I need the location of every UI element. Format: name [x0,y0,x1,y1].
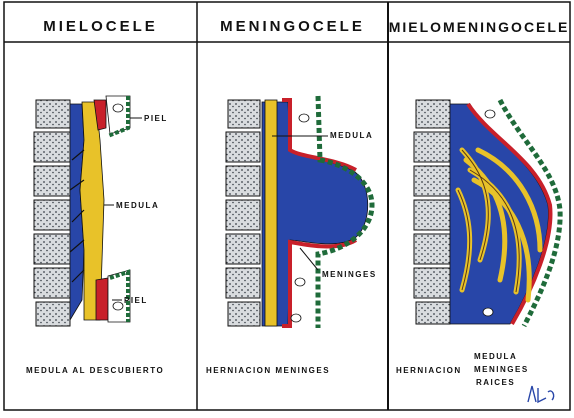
panel-title-meningocele: MENINGOCELE [197,14,388,40]
caption-medula: MEDULA [474,352,517,361]
label-medula: MEDULA [330,131,373,140]
vertebral-column [34,100,70,326]
vertebral-column [226,100,260,326]
caption-raices: RAICES [476,378,515,387]
caption-meningocele: HERNIACION MENINGES [206,366,330,375]
label-piel-top: PIEL [144,114,168,123]
caption-mielocele: MEDULA AL DESCUBIERTO [26,366,164,375]
mielocele-drawing [34,96,142,326]
artist-signature [528,386,554,402]
label-meninges: MENINGES [322,270,377,279]
caption-meninges: MENINGES [474,365,529,374]
caption-mielomeningocele-left: HERNIACION [396,366,462,375]
panel-title-mielocele: MIELOCELE [4,14,197,40]
panel-title-mielomeningocele: MIELOMENINGOCELE [388,14,570,40]
label-piel-bottom: PIEL [124,296,148,305]
vertebral-column [414,100,450,324]
label-medula: MEDULA [116,201,159,210]
